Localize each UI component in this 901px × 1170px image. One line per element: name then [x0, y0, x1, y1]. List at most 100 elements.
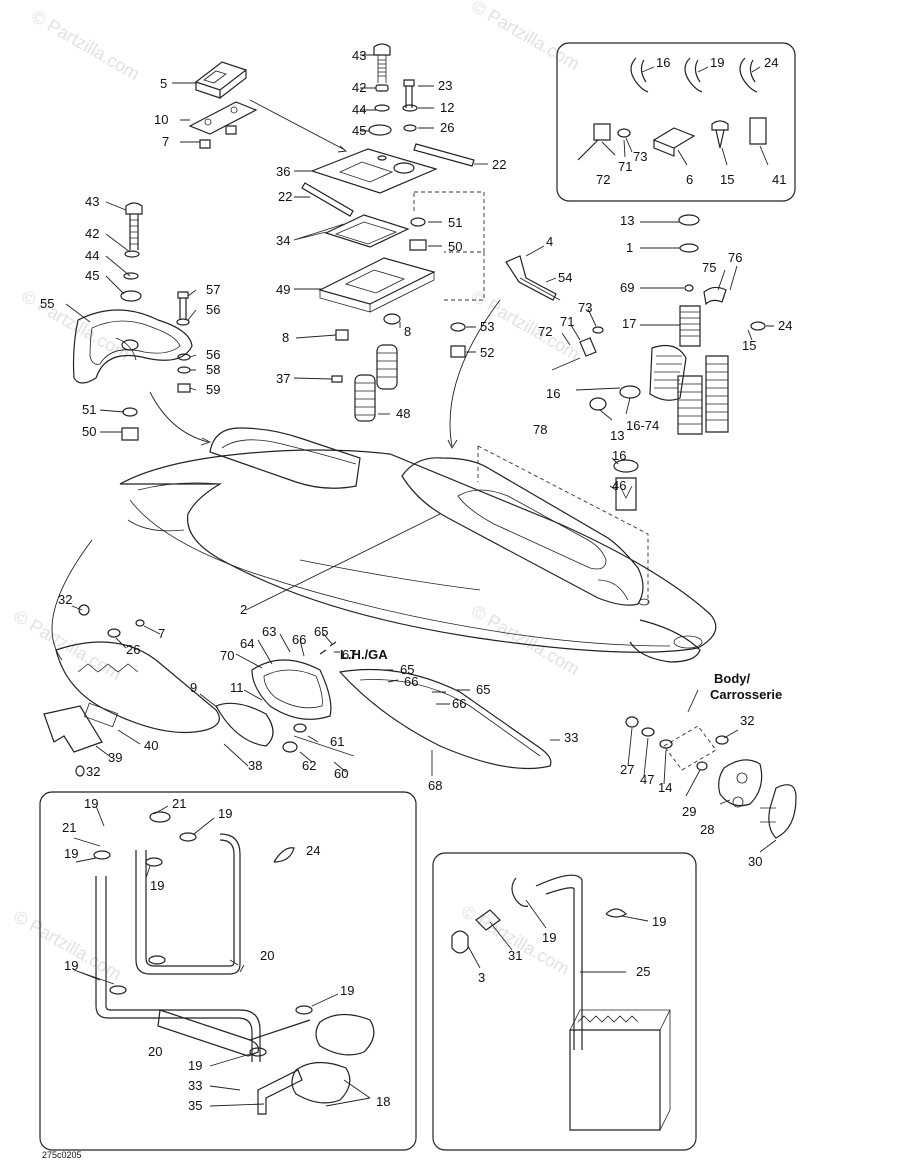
bracket-assembly-top-left: [188, 61, 258, 149]
part-number-callout: 24: [306, 843, 320, 858]
part-number-callout: 31: [508, 948, 522, 963]
part-number-callout: 19: [64, 846, 78, 861]
part-number-callout: 62: [302, 758, 316, 773]
part-number-callout: 39: [108, 750, 122, 765]
part-number-callout: 32: [58, 592, 72, 607]
part-number-callout: 20: [260, 948, 274, 963]
part-number-callout: 13: [620, 213, 634, 228]
part-number-callout: 15: [720, 172, 734, 187]
part-number-callout: 19: [84, 796, 98, 811]
part-number-callout: 57: [206, 282, 220, 297]
part-number-callout: 42: [352, 80, 366, 95]
side-label: L.H./GA: [340, 647, 388, 662]
part-number-callout: 44: [352, 102, 366, 117]
part-number-callout: 50: [448, 239, 462, 254]
part-number-callout: 65: [476, 682, 490, 697]
part-number-callout: 4: [546, 234, 553, 249]
part-number-callout: 46: [612, 478, 626, 493]
part-number-callout: 65: [314, 624, 328, 639]
part-number-callout: 30: [748, 854, 762, 869]
part-number-callout: 14: [658, 780, 672, 795]
part-number-callout: 1: [626, 240, 633, 255]
part-number-callout: 27: [620, 762, 634, 777]
part-number-callout: 12: [440, 100, 454, 115]
part-number-callout: 32: [740, 713, 754, 728]
part-number-callout: 50: [82, 424, 96, 439]
part-number-callout: 45: [85, 268, 99, 283]
part-number-callout: 16-74: [626, 418, 659, 433]
part-number-callout: 43: [85, 194, 99, 209]
part-number-callout: 15: [742, 338, 756, 353]
part-number-callout: 18: [376, 1094, 390, 1109]
part-number-callout: 25: [636, 964, 650, 979]
part-number-callout: 38: [248, 758, 262, 773]
part-number-callout: 16: [656, 55, 670, 70]
part-number-callout: 8: [282, 330, 289, 345]
pipes-inset: [93, 811, 375, 1115]
part-number-callout: 76: [728, 250, 742, 265]
part-number-callout: 10: [154, 112, 168, 127]
part-number-callout: 64: [240, 636, 254, 651]
part-number-callout: 16: [546, 386, 560, 401]
watermark-text: © Partzilla.com: [28, 6, 143, 84]
part-number-callout: 51: [82, 402, 96, 417]
part-number-callout: 55: [40, 296, 54, 311]
part-number-callout: 3: [478, 970, 485, 985]
body-label-en: Body/: [714, 671, 751, 686]
part-number-callout: 22: [492, 157, 506, 172]
part-number-callout: 73: [633, 149, 647, 164]
clips-inset: [577, 57, 767, 161]
part-number-callout: 7: [162, 134, 169, 149]
part-number-callout: 19: [64, 958, 78, 973]
part-number-callout: 66: [452, 696, 466, 711]
part-number-callout: 13: [610, 428, 624, 443]
part-number-callout: 45: [352, 123, 366, 138]
part-number-callout: 41: [772, 172, 786, 187]
part-number-callout: 53: [480, 319, 494, 334]
part-number-callout: 24: [778, 318, 792, 333]
part-number-callout: 48: [396, 406, 410, 421]
part-number-callout: 8: [404, 324, 411, 339]
part-number-callout: 19: [150, 878, 164, 893]
part-number-callout: 35: [188, 1098, 202, 1113]
part-number-callout: 6: [686, 172, 693, 187]
part-number-callout: 51: [448, 215, 462, 230]
part-number-callout: 9: [190, 680, 197, 695]
part-number-callout: 40: [144, 738, 158, 753]
part-number-callout: 36: [276, 164, 290, 179]
part-number-callout: 34: [276, 233, 290, 248]
part-number-callout: 11: [230, 680, 244, 695]
part-number-callout: 17: [622, 316, 636, 331]
part-number-callout: 19: [710, 55, 724, 70]
part-number-callout: 59: [206, 382, 220, 397]
part-number-callout: 66: [292, 632, 306, 647]
reference-code: 275c0205: [42, 1150, 82, 1160]
body-label-fr: Carrosserie: [710, 687, 782, 702]
part-number-callout: 7: [158, 626, 165, 641]
part-number-callout: 19: [340, 983, 354, 998]
battery-inset-box: [432, 852, 697, 1151]
part-number-callout: 47: [640, 772, 654, 787]
part-number-callout: 68: [428, 778, 442, 793]
part-number-callout: 71: [618, 159, 632, 174]
watermark-text: © Partzilla.com: [18, 286, 133, 364]
battery-inset: [451, 874, 671, 1131]
part-number-callout: 56: [206, 347, 220, 362]
part-number-callout: 72: [538, 324, 552, 339]
leader-lines: [65, 54, 777, 1107]
part-number-callout: 19: [188, 1058, 202, 1073]
rear-body-assembly: [625, 716, 797, 839]
part-number-callout: 56: [206, 302, 220, 317]
part-number-callout: 19: [542, 930, 556, 945]
pipes-inset-box: [39, 791, 417, 1151]
part-number-callout: 33: [188, 1078, 202, 1093]
part-number-callout: 20: [148, 1044, 162, 1059]
part-number-callout: 42: [85, 226, 99, 241]
part-number-callout: 2: [240, 602, 247, 617]
part-number-callout: 33: [564, 730, 578, 745]
part-number-callout: 26: [126, 642, 140, 657]
part-number-callout: 43: [352, 48, 366, 63]
part-number-callout: 61: [330, 734, 344, 749]
steering-support-assembly: [249, 43, 485, 422]
